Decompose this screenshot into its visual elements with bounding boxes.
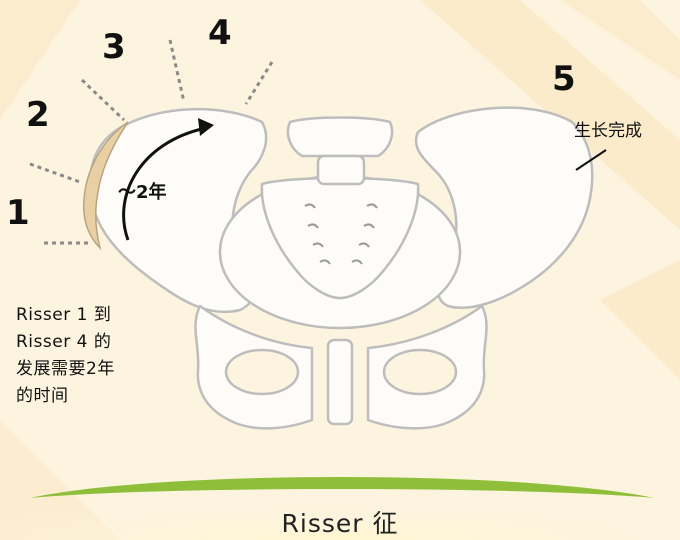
note-line: 发展需要2年 xyxy=(16,356,176,383)
stage-3-label: 3 xyxy=(102,27,126,67)
diagram-caption: Risser 征 xyxy=(0,504,680,540)
lumbar-vertebra xyxy=(288,118,392,157)
stage-2-label: 2 xyxy=(26,95,50,135)
progression-note: Risser 1 到 Risser 4 的 发展需要2年 的时间 xyxy=(16,302,176,410)
vertebral-body xyxy=(318,156,364,184)
stage-4-label: 4 xyxy=(208,13,232,53)
stage-1-label: 1 xyxy=(6,193,30,233)
note-line: Risser 1 到 xyxy=(16,302,176,329)
note-line: 的时间 xyxy=(16,383,176,410)
duration-label: ～2年 xyxy=(118,178,167,204)
note-line: Risser 4 的 xyxy=(16,329,176,356)
right-obturator-foramen xyxy=(384,350,456,394)
growth-complete-label: 生长完成 xyxy=(574,116,642,141)
stage-5-label: 5 xyxy=(552,59,576,99)
pubic-symphysis xyxy=(328,340,352,424)
left-obturator-foramen xyxy=(226,350,298,394)
